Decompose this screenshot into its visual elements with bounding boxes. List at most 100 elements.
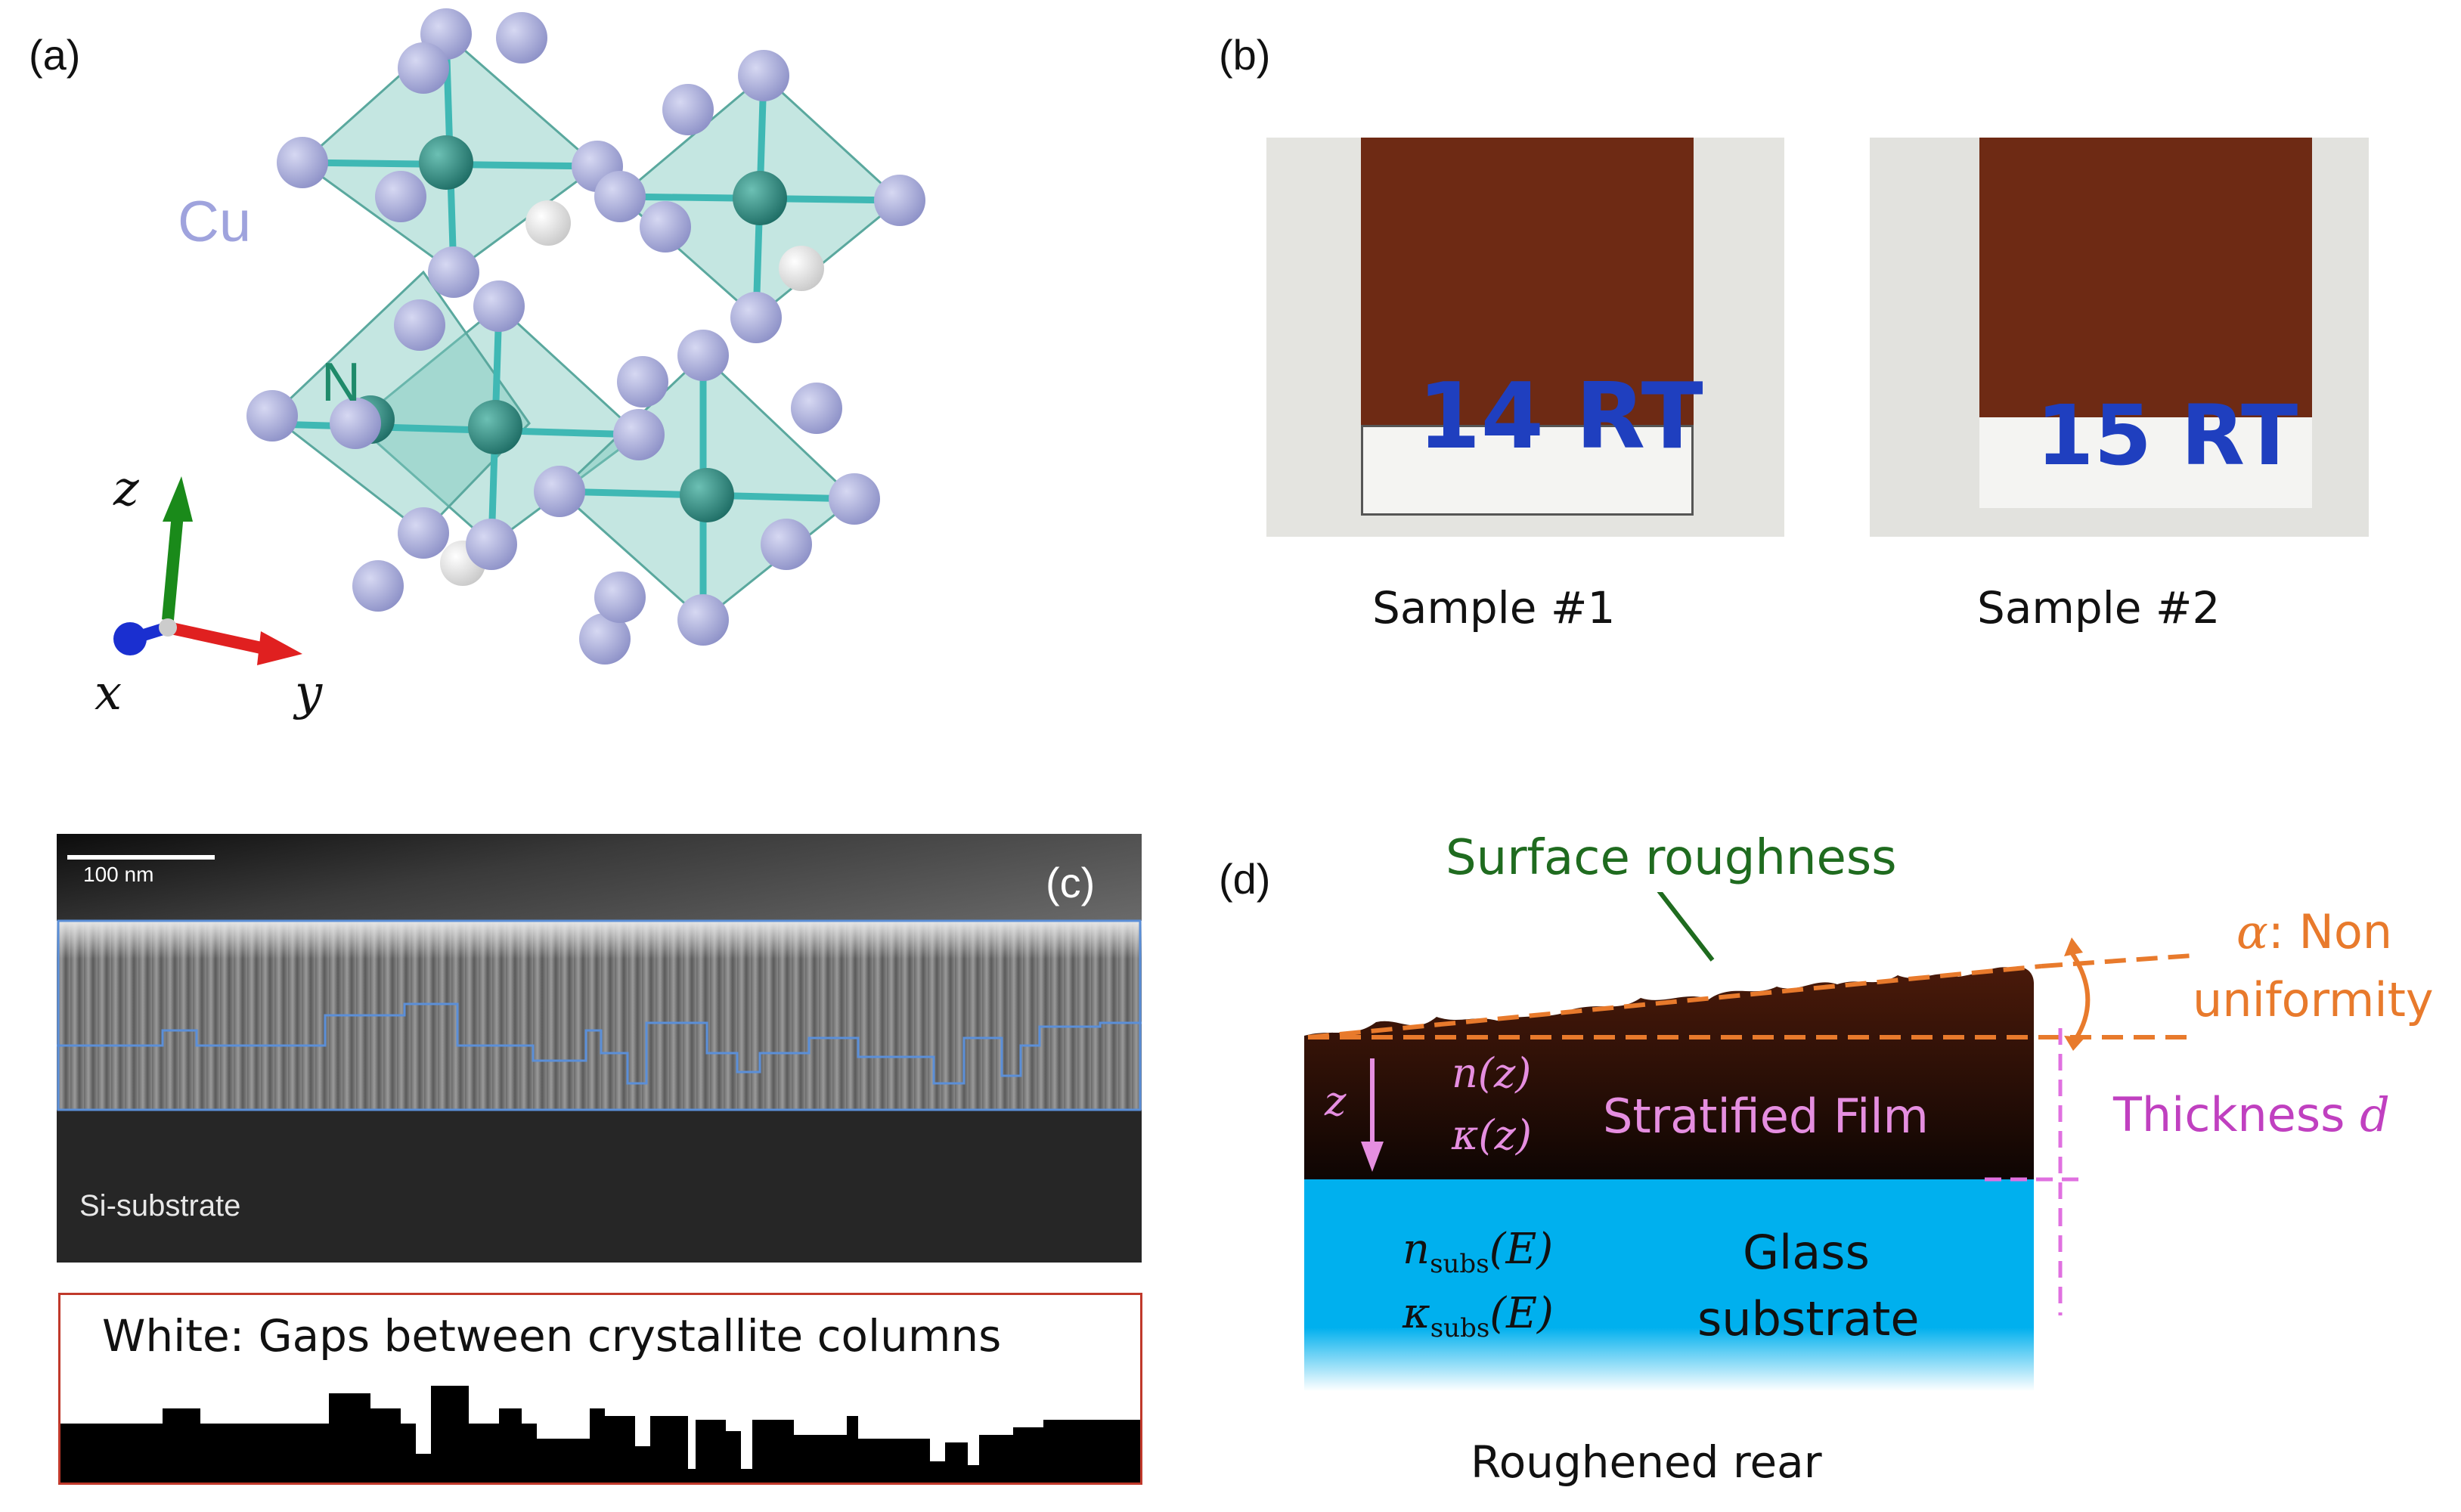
n-atom: [468, 400, 522, 454]
sample-photo-1: 14 RT: [1266, 138, 1784, 537]
alpha-symbol: α: [2236, 904, 2268, 959]
surface-roughness-label: Surface roughness: [1446, 830, 1897, 886]
cu-atom: [398, 42, 449, 94]
sample-marking: 15 RT: [2036, 387, 2298, 484]
film-square: [1361, 138, 1694, 425]
sem-top-surface: [57, 834, 1142, 921]
kappa-subs-symbol: κ: [1403, 1289, 1430, 1338]
n-of-z-label: n(z): [1452, 1049, 1532, 1097]
n-atom: [680, 468, 734, 522]
panel-a-label: (a): [29, 31, 81, 79]
cu-atom: [677, 330, 729, 381]
substrate-word-label: substrate: [1697, 1291, 1920, 1346]
axis-triad: [113, 476, 302, 665]
substrate-label: Si-substrate: [79, 1189, 241, 1222]
cu-atom: [662, 84, 714, 135]
z-axis-arrowhead: [163, 476, 193, 522]
kappa-subs-subscript: subs: [1430, 1313, 1490, 1344]
thickness-label: Thickness d: [2113, 1087, 2390, 1142]
cu-atom: [352, 560, 404, 612]
y-axis-arrowhead: [257, 631, 302, 665]
cu-atom: [466, 519, 517, 570]
cu-atom: [791, 383, 842, 434]
cu-atom: [579, 613, 631, 665]
axis-origin: [159, 618, 177, 637]
cu-atom: [761, 519, 812, 570]
alpha-label: α: Non: [2236, 904, 2392, 959]
gap-outline: [57, 1002, 1142, 1085]
y-axis-label: y: [295, 665, 323, 721]
cu-atom: [874, 175, 925, 226]
sample-marking: 14 RT: [1418, 364, 1703, 469]
alpha-text: : Non: [2267, 904, 2393, 959]
cu-n-bond: [249, 420, 640, 438]
film-stack-diagram: [1304, 892, 2193, 1391]
sample-photo-2: 15 RT: [1870, 138, 2369, 537]
kappa-subs-arg: (E): [1489, 1289, 1554, 1338]
panel-c-label: (c): [1046, 859, 1096, 906]
top-dashed-line-ext: [2041, 953, 2193, 968]
column-profile: [60, 1386, 1140, 1483]
n-subs-symbol: n: [1403, 1225, 1430, 1274]
film-outline-box: [57, 919, 1142, 1111]
n-subs-arg: (E): [1489, 1225, 1554, 1274]
sample-1-caption: Sample #1: [1372, 582, 1616, 634]
label-strip: [1361, 425, 1694, 516]
alpha-angle-arc: [2069, 951, 2091, 1041]
cu-atom: [330, 398, 381, 449]
z-axis-label: z: [113, 461, 139, 517]
panel-b-label: (b): [1219, 31, 1271, 79]
cu-atom: [375, 171, 426, 222]
thickness-text: Thickness: [2113, 1087, 2360, 1142]
sem-film-bright-top: [57, 921, 1142, 959]
cu-atom: [730, 292, 782, 343]
alpha-arc-arrowhead: [2064, 1036, 2085, 1051]
gaps-box: White: Gaps between crystallite columns: [58, 1293, 1142, 1485]
cu-atom: [398, 507, 449, 559]
cu-atom: [613, 409, 665, 460]
cu-atom: [677, 594, 729, 646]
n-subs-subscript: subs: [1430, 1249, 1489, 1280]
cu-atom: [277, 137, 328, 188]
alpha-label-line2: uniformity: [2193, 972, 2434, 1027]
sem-image: 100 nm (c) Si-substrate: [57, 834, 1142, 1263]
interstitial-atom: [525, 200, 571, 246]
thickness-symbol: d: [2360, 1087, 2390, 1142]
x-axis-arrowhead: [113, 622, 147, 655]
panel-d-label: (d): [1219, 855, 1271, 903]
cu-atom: [394, 299, 445, 351]
sem-substrate: [57, 1110, 1142, 1263]
cu-atom: [473, 280, 525, 332]
column-outline: [57, 919, 1142, 1111]
n-atom: [419, 135, 473, 190]
n-atom-label: N: [321, 352, 361, 413]
cu-atom-label: Cu: [178, 190, 252, 254]
z-depth-label: z: [1325, 1077, 1347, 1125]
n-atom: [733, 171, 787, 225]
glass-substrate: [1304, 1179, 2034, 1391]
cu-atom: [594, 171, 646, 222]
scale-bar-label: 100 nm: [83, 863, 154, 886]
roughened-rear-label: Roughened rear: [1471, 1436, 1822, 1488]
stratified-film-label: Stratified Film: [1603, 1089, 1929, 1144]
cu-atom: [534, 466, 585, 517]
z-axis-arrow: [162, 513, 184, 621]
alpha-arc-arrowhead: [2064, 937, 2083, 956]
gaps-caption: White: Gaps between crystallite columns: [102, 1310, 1002, 1362]
cu-atom: [496, 12, 547, 64]
kappa-subs-label: κsubs(E): [1403, 1289, 1554, 1343]
z-arrowhead: [1361, 1142, 1384, 1172]
stratified-film: [1304, 967, 2034, 1179]
sample-2-caption: Sample #2: [1977, 582, 2221, 634]
glass-label: Glass: [1743, 1225, 1870, 1280]
n-subs-label: nsubs(E): [1403, 1225, 1553, 1279]
film-square: [1979, 138, 2312, 417]
y-axis-arrow: [166, 621, 266, 655]
top-dashed-line: [1307, 964, 2042, 1040]
crystal-structure-illustration: [113, 8, 925, 665]
cu-atom: [246, 390, 298, 442]
cu-atom: [640, 201, 691, 253]
cu-atom: [829, 473, 880, 525]
gap-profile: [60, 1386, 1140, 1483]
scale-bar: [67, 855, 215, 860]
